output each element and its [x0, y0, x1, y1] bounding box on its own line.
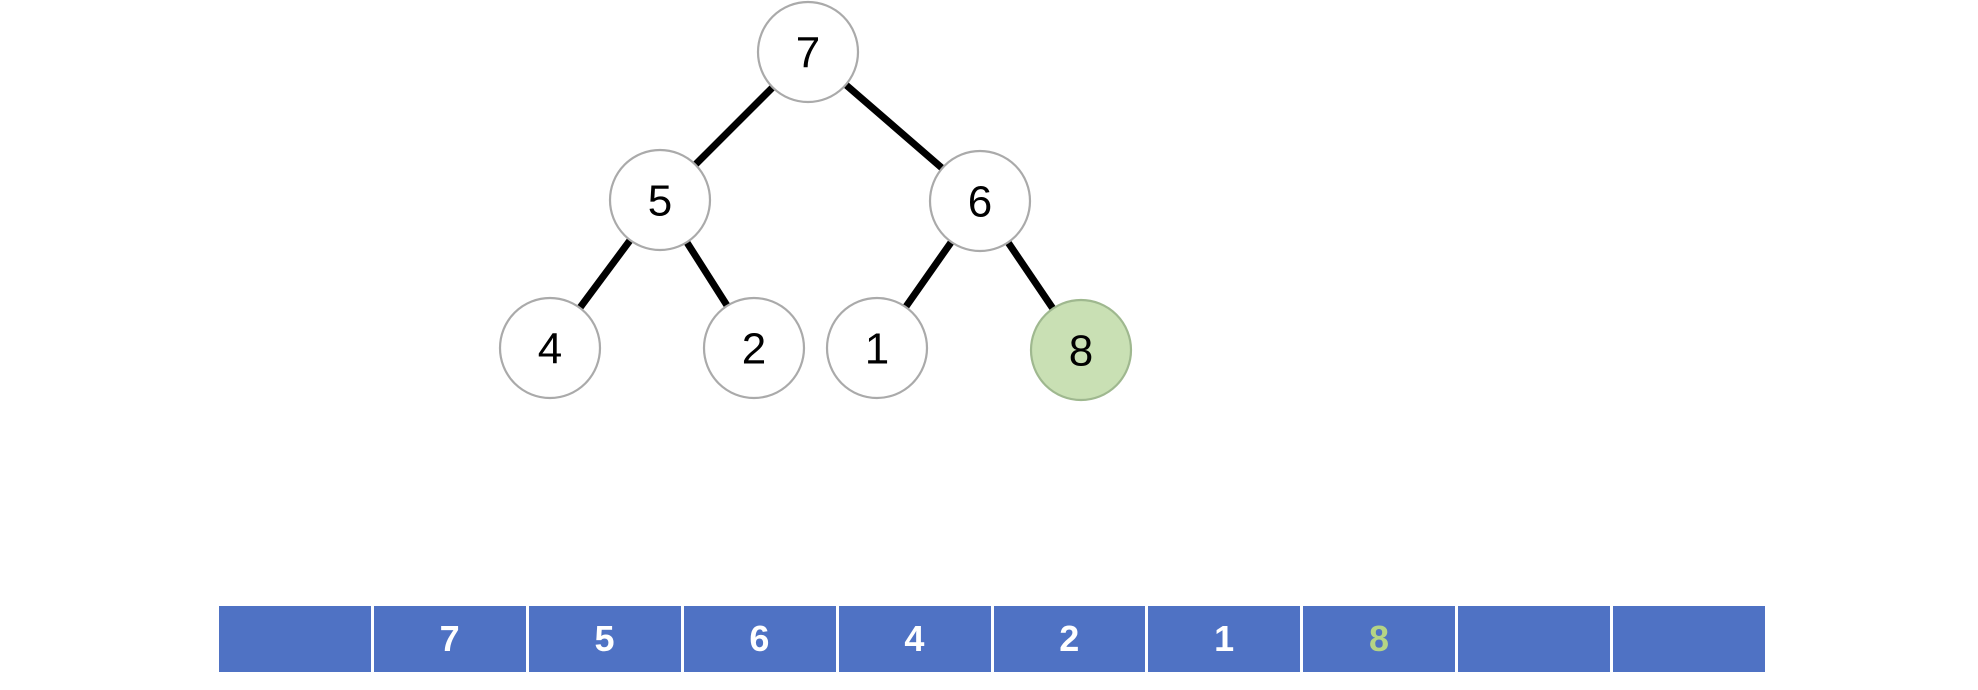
tree-nodes-group: 7 5 6 4 2 1 8	[498, 0, 1133, 402]
array-cell-8[interactable]	[1458, 606, 1614, 672]
tree-edge	[692, 84, 776, 168]
tree-edge	[577, 238, 633, 310]
tree-node-label: 6	[968, 178, 992, 227]
tree-edge	[843, 82, 945, 171]
array-cell-0[interactable]	[219, 606, 374, 672]
tree-node-label: 4	[538, 325, 562, 374]
tree-node-circle	[702, 296, 806, 400]
array-cell-1[interactable]: 7	[373, 606, 529, 672]
array-cell-7[interactable]: 8	[1303, 606, 1459, 672]
tree-node-label: 8	[1069, 327, 1093, 376]
array-cell-9[interactable]	[1613, 606, 1766, 672]
binary-tree-diagram: 7 5 6 4 2 1 8	[498, 0, 1133, 402]
array-cell-4[interactable]: 4	[838, 606, 994, 672]
tree-node-label: 1	[865, 325, 889, 374]
array-cell-3[interactable]: 6	[683, 606, 839, 672]
tree-svg-canvas: 7 5 6 4 2 1 8	[498, 0, 1133, 402]
array-cell-2[interactable]: 5	[528, 606, 684, 672]
tree-node-6[interactable]: 6	[928, 149, 1032, 253]
array-cell-6[interactable]: 1	[1148, 606, 1304, 672]
tree-node-circle	[756, 0, 860, 104]
tree-edge	[683, 240, 731, 308]
tree-edge	[902, 239, 955, 310]
tree-node-circle	[498, 296, 602, 400]
tree-node-circle	[928, 149, 1032, 253]
tree-node-label: 5	[648, 177, 672, 226]
tree-node-5[interactable]: 5	[608, 148, 712, 252]
array-cell-5[interactable]: 2	[993, 606, 1149, 672]
tree-node-2[interactable]: 2	[702, 296, 806, 400]
tree-node-circle-highlighted	[1029, 298, 1133, 402]
tree-node-8[interactable]: 8	[1029, 298, 1133, 402]
tree-node-7[interactable]: 7	[756, 0, 860, 104]
tree-node-label: 7	[796, 29, 820, 78]
tree-edges-group	[577, 82, 1056, 311]
tree-node-circle	[608, 148, 712, 252]
tree-node-1[interactable]: 1	[825, 296, 929, 400]
tree-node-4[interactable]: 4	[498, 296, 602, 400]
tree-edge	[1005, 240, 1056, 311]
tree-node-label: 2	[742, 325, 766, 374]
tree-node-circle	[825, 296, 929, 400]
